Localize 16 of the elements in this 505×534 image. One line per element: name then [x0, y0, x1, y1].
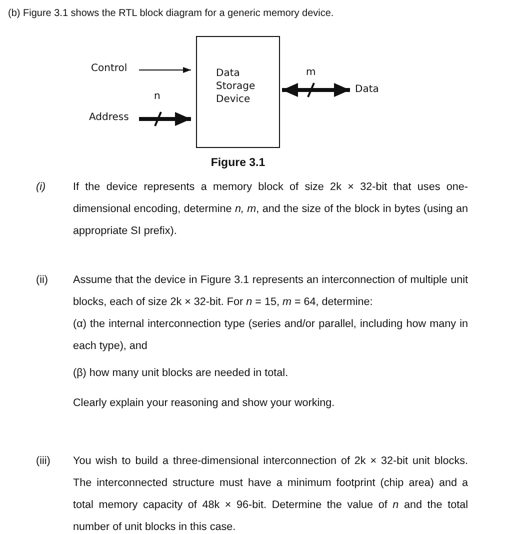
block-label: Data Storage Device [216, 67, 256, 106]
block-box [196, 36, 280, 148]
question-number: (iii) [36, 454, 50, 469]
question-text: You wish to build a three-dimensional interconnection of 2k × 32-bit unit blocks. The interconnected structure must have a minimum footprint (chip area) and a total memory capacity of 48k × 96-bit. Determine the value of n and the total number of unit blocks in this case. [73, 454, 468, 534]
question-text: (β) how many unit blocks are needed in total. [73, 366, 290, 381]
signal-label: Address [89, 111, 129, 125]
question-number: (i) [36, 180, 46, 195]
signal-label: Control [91, 62, 128, 76]
question-number: (ii) [36, 273, 48, 288]
question-text: Clearly explain your reasoning and show your working. [73, 396, 336, 411]
figure-caption: Figure 3.1 [210, 157, 266, 169]
question-text: If the device represents a memory block of size 2k × 32-bit that uses one-dimensional encoding, determine n, m, and the size of the block in bytes (using an appropriate SI prefix). [73, 180, 468, 239]
question-text: (α) the internal interconnection type (series and/or parallel, including how many in each type), and [73, 317, 468, 354]
question-heading: (b) Figure 3.1 shows the RTL block diagram for a generic memory device. [8, 8, 334, 19]
question-text: Assume that the device in Figure 3.1 represents an interconnection of multiple unit blocks, each of size 2k × 32-bit. For n = 15, m = 64, determine: [73, 273, 468, 310]
signal-label: Data [355, 83, 379, 97]
